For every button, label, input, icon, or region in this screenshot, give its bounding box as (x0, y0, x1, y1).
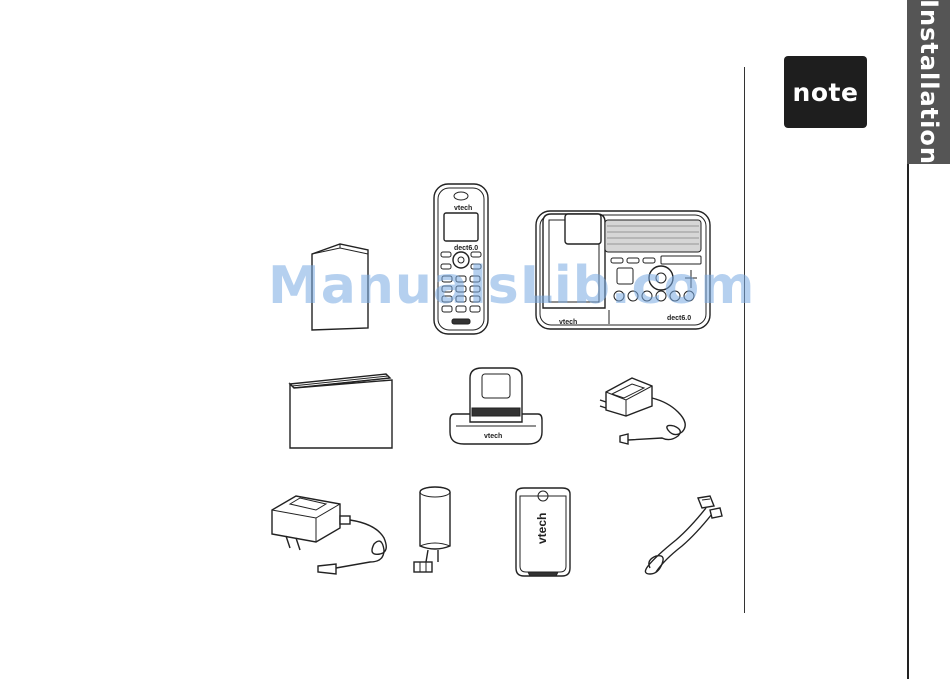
line-cord-icon (636, 494, 724, 578)
note-badge: note (784, 56, 867, 128)
watermark: ManualsLib.com (268, 256, 755, 316)
base-brand: vtech (559, 319, 577, 326)
handset-model: dect6.0 (454, 245, 478, 252)
booklet-icon (288, 372, 394, 450)
side-rule (907, 164, 909, 679)
battery-cover-brand: vtech (535, 513, 549, 544)
power-adapter-icon (266, 490, 390, 582)
charger-cradle-icon: vtech (448, 364, 544, 446)
battery-pack-icon (408, 484, 458, 580)
note-label: note (793, 78, 859, 107)
charger-brand: vtech (484, 433, 502, 440)
column-divider (744, 67, 745, 613)
handset-brand: vtech (454, 205, 472, 212)
section-tab-label: Installation (915, 0, 943, 165)
power-adapter-icon (598, 372, 702, 448)
base-model: dect6.0 (667, 315, 691, 322)
section-tab: Installation (907, 0, 950, 164)
battery-cover-icon: vtech (512, 486, 574, 580)
